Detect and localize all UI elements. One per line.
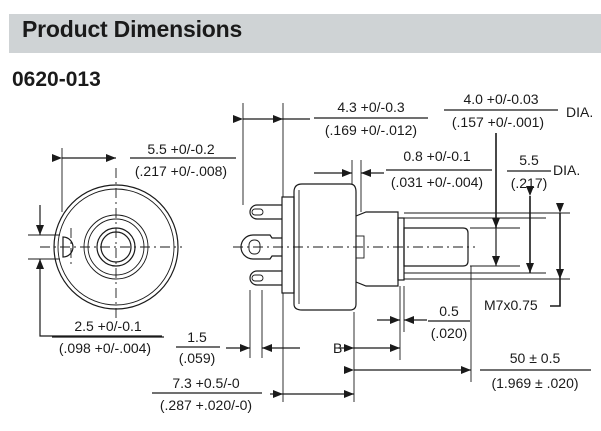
dim-4-3: 4.3 +0/-0.3 (.169 +0/-.012): [314, 99, 428, 138]
part-number: 0620-013: [12, 68, 101, 91]
page-title: Product Dimensions: [22, 16, 243, 42]
dim-50-inch: (1.969 ± .020): [491, 375, 578, 391]
anti-rotation-lug: [62, 236, 74, 258]
shaft: [403, 227, 469, 267]
dim-b-label: B: [333, 340, 342, 356]
dim-5-5-inch: (.217 +0/-.008): [135, 163, 227, 179]
dim-0-8-metric: 0.8 +0/-0.1: [403, 148, 471, 164]
dim-0-5-metric: 0.5: [439, 303, 459, 319]
dim-2-5: 2.5 +0/-0.1 (.098 +0/-.004): [52, 318, 164, 356]
front-view: [28, 148, 236, 337]
dim-2-5-metric: 2.5 +0/-0.1: [74, 318, 142, 334]
header-bar: [9, 14, 601, 53]
dim-1-5-metric: 1.5: [187, 329, 207, 345]
dim-1-5: 1.5 (.059): [176, 329, 220, 366]
dim-0-8: 0.8 +0/-0.1 (.031 +0/-.004): [386, 148, 492, 190]
dim-1-5-inch: (.059): [179, 350, 216, 366]
dim-4-0-dia-label: DIA.: [566, 104, 593, 120]
dim-5-5-metric: 5.5 +0/-0.2: [147, 141, 215, 157]
dim-7-3-metric: 7.3 +0.5/-0: [172, 375, 240, 391]
dim-4-3-metric: 4.3 +0/-0.3: [337, 99, 405, 115]
dim-5-5: 5.5 +0/-0.2 (.217 +0/-.008): [135, 141, 227, 179]
dim-7-3-inch: (.287 +.020/-0): [160, 397, 252, 413]
potentiometer-body: [293, 183, 357, 311]
dim-50: 50 ± 0.5 (1.969 ± .020): [480, 350, 591, 391]
dim-2-5-inch: (.098 +0/-.004): [59, 340, 151, 356]
dim-7-3: 7.3 +0.5/-0 (.287 +.020/-0): [152, 375, 262, 413]
dim-5-5-dia-metric: 5.5: [519, 152, 539, 168]
terminal-bottom: [249, 270, 282, 286]
side-view: [226, 103, 570, 402]
dim-5-5-dia: 5.5 (.217) DIA.: [507, 152, 580, 191]
bushing: [355, 211, 399, 287]
dim-4-0-dia: 4.0 +0/-0.03 (.157 +0/-.001) DIA.: [444, 91, 593, 130]
dim-0-5: 0.5 (.020): [428, 303, 470, 341]
terminal-top: [249, 204, 282, 220]
thread-spec: M7x0.75: [484, 297, 538, 313]
dim-5-5-dia-label: DIA.: [553, 162, 580, 178]
dim-5-5-dia-inch: (.217): [511, 175, 548, 191]
dim-4-0-inch: (.157 +0/-.001): [452, 114, 544, 130]
back-plate: [281, 196, 295, 294]
dim-50-metric: 50 ± 0.5: [510, 350, 561, 366]
dim-0-5-inch: (.020): [431, 325, 468, 341]
bushing-collar: [397, 217, 405, 281]
dim-0-8-inch: (.031 +0/-.004): [391, 174, 483, 190]
dim-4-0-metric: 4.0 +0/-0.03: [463, 91, 538, 107]
dim-4-3-inch: (.169 +0/-.012): [325, 122, 417, 138]
